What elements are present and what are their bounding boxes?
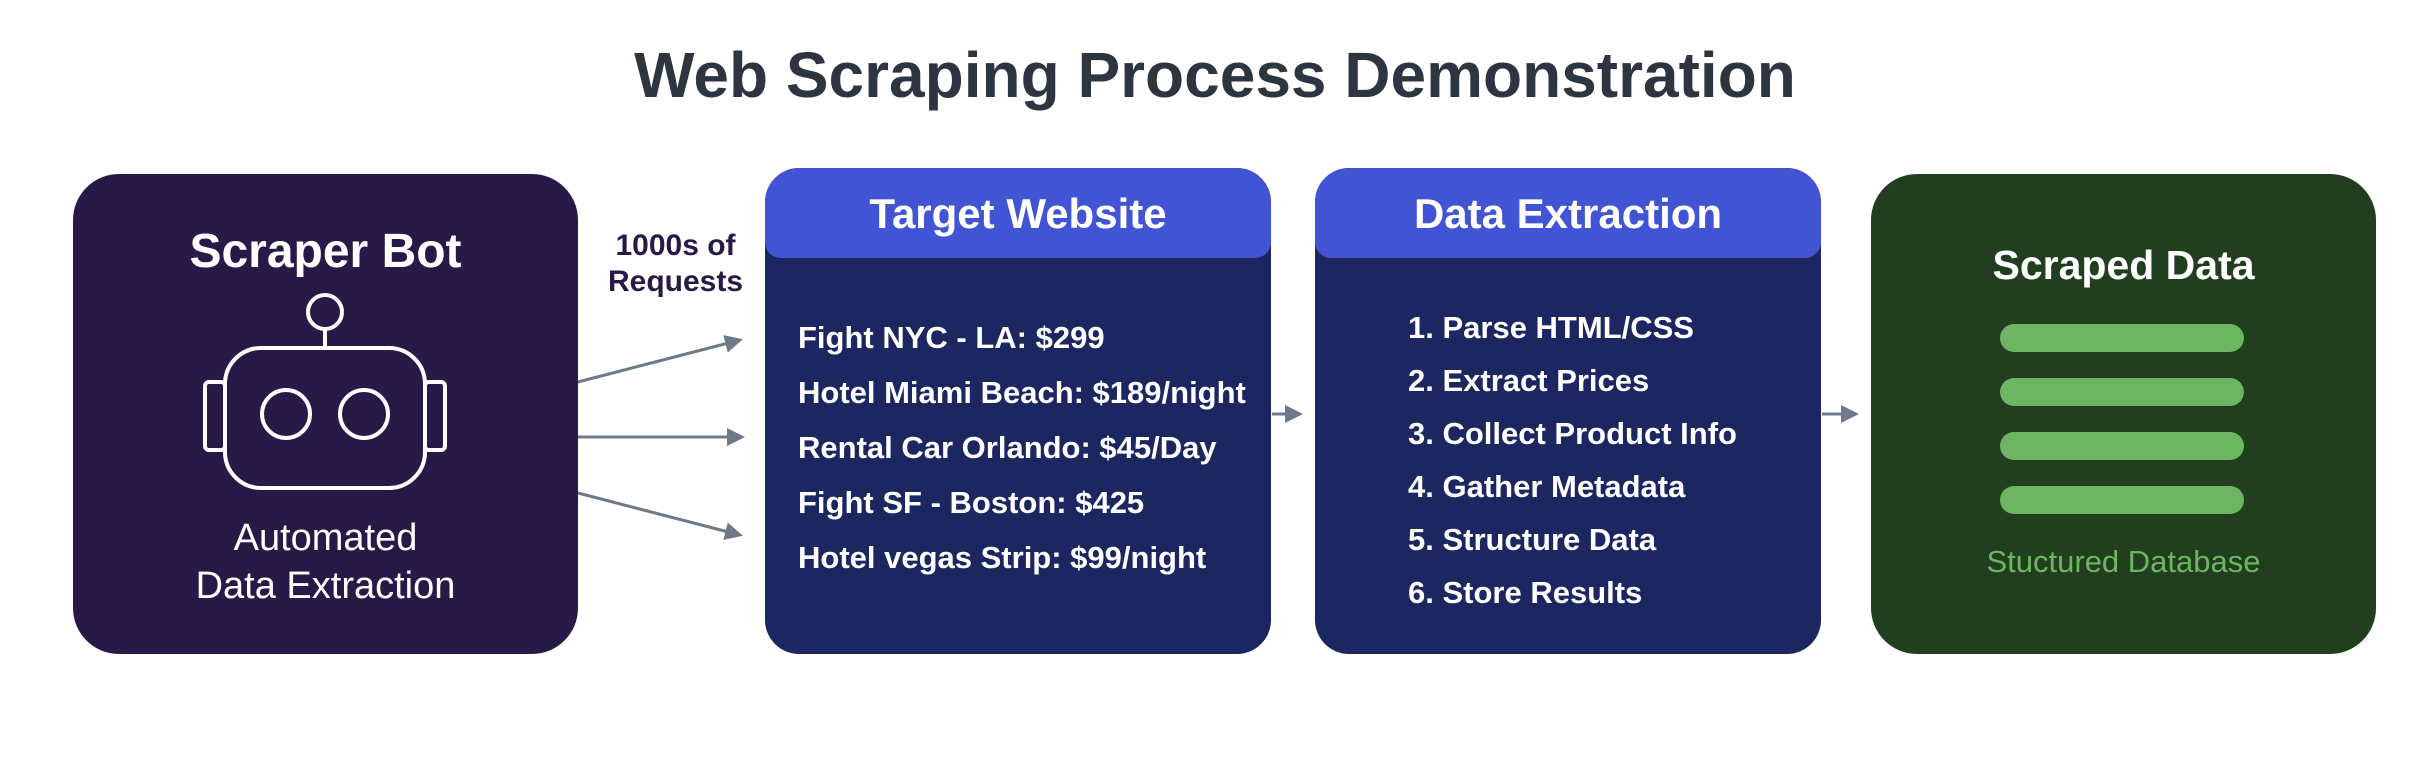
database-row-bar — [2000, 324, 2244, 352]
requests-label: 1000s of Requests — [593, 228, 758, 300]
extraction-step: 3. Collect Product Info — [1408, 416, 1737, 451]
extraction-step: 5. Structure Data — [1408, 522, 1657, 557]
extraction-steps-list: 1. Parse HTML/CSS 2. Extract Prices 3. C… — [1408, 301, 1737, 619]
data-extraction-header: Data Extraction — [1315, 168, 1821, 258]
extraction-step: 6. Store Results — [1408, 575, 1643, 610]
subtitle-line-1: Automated — [233, 517, 418, 559]
extraction-step: 2. Extract Prices — [1408, 363, 1650, 398]
subtitle-line-2: Data Extraction — [195, 565, 456, 607]
database-row-bar — [2000, 486, 2244, 514]
extraction-step: 1. Parse HTML/CSS — [1408, 310, 1694, 345]
database-row-bar — [2000, 378, 2244, 406]
listing-item: Rental Car Orlando: $45/Day — [798, 430, 1217, 465]
website-listing-list: Fight NYC - LA: $299 Hotel Miami Beach: … — [798, 310, 1246, 585]
listing-item: Hotel vegas Strip: $99/night — [798, 540, 1207, 575]
extraction-step: 4. Gather Metadata — [1408, 469, 1686, 504]
robot-icon — [203, 293, 447, 490]
scraped-data-title: Scraped Data — [1992, 242, 2255, 288]
listing-item: Fight NYC - LA: $299 — [798, 320, 1105, 355]
request-arrow-up — [577, 335, 743, 384]
scraper-bot-title: Scraper Bot — [189, 225, 462, 278]
page-title: Web Scraping Process Demonstration — [634, 39, 1796, 111]
listing-item: Fight SF - Boston: $425 — [798, 485, 1145, 520]
target-website-panel: Target Website Fight NYC - LA: $299 Hote… — [765, 168, 1271, 654]
request-arrow-down — [577, 491, 743, 540]
target-website-header: Target Website — [765, 168, 1271, 258]
scraper-bot-panel: Scraper Bot Automated Data Extraction — [73, 174, 578, 654]
scraper-bot-subtitle: Automated Data Extraction — [73, 514, 578, 610]
requests-label-line-2: Requests — [607, 265, 744, 298]
database-row-bar — [2000, 432, 2244, 460]
scraped-data-panel: Scraped Data Stuctured Database — [1871, 174, 2376, 654]
structured-database-label: Stuctured Database — [1986, 544, 2261, 579]
data-extraction-panel: Data Extraction 1. Parse HTML/CSS 2. Ext… — [1315, 168, 1821, 654]
requests-label-line-1: 1000s of — [615, 229, 736, 262]
listing-item: Hotel Miami Beach: $189/night — [798, 375, 1246, 410]
